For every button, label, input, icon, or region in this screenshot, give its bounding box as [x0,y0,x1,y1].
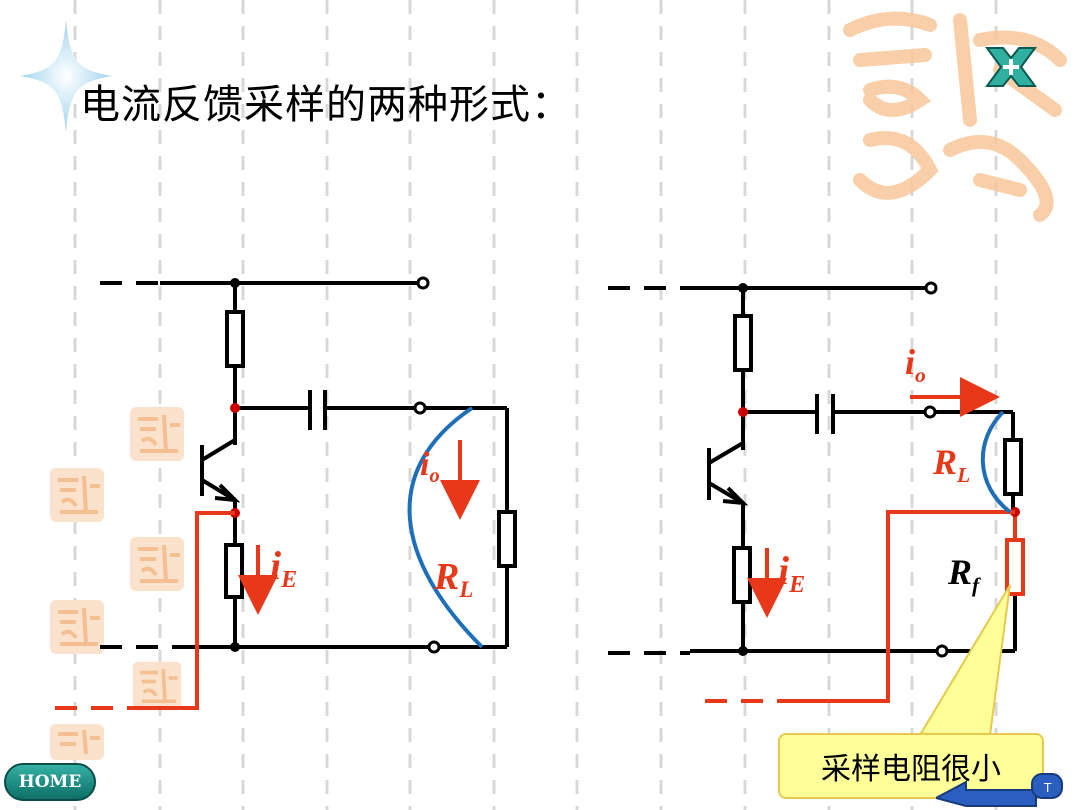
right-feedback-path [705,510,1015,703]
callout-note: 采样电阻很小 [778,733,1044,799]
right-io-label: io [905,342,926,387]
right-rf-label: Rf [948,552,980,597]
left-io-label: io [420,446,440,488]
close-icon[interactable] [983,44,1039,90]
decorative-seal-icon [50,468,104,522]
decorative-seal-large-icon [843,11,1067,222]
right-circuit-junctions [738,283,1020,656]
right-circuit [608,286,1023,655]
left-load-curve [407,406,484,649]
slide-title: 电流反馈采样的两种形式： [80,82,572,128]
decorative-seal-icon [50,724,104,760]
decorative-seal-icon [130,407,184,461]
right-rl-label: RL [933,442,971,487]
left-ie-label: iE [270,543,298,594]
left-rl-label: RL [434,556,474,602]
rf-resistor [1005,512,1025,596]
sparkle-star-icon [20,20,112,132]
left-circuit-junctions [230,278,240,652]
right-load-curve [980,410,1012,514]
decorative-seal-icon [130,537,184,591]
svg-text:T: T [1043,781,1052,795]
left-circuit [100,281,517,649]
decorative-seal-icon [132,661,182,711]
decorative-seal-icon [50,600,104,654]
right-ie-label: iE [778,548,806,599]
right-circuit-terminals [923,281,949,658]
home-button[interactable]: HOME [4,763,96,801]
callout-pointer [918,584,1011,736]
next-arrow-icon[interactable]: T [936,772,1066,808]
left-circuit-terminals [413,276,441,654]
left-feedback-path [55,511,235,710]
